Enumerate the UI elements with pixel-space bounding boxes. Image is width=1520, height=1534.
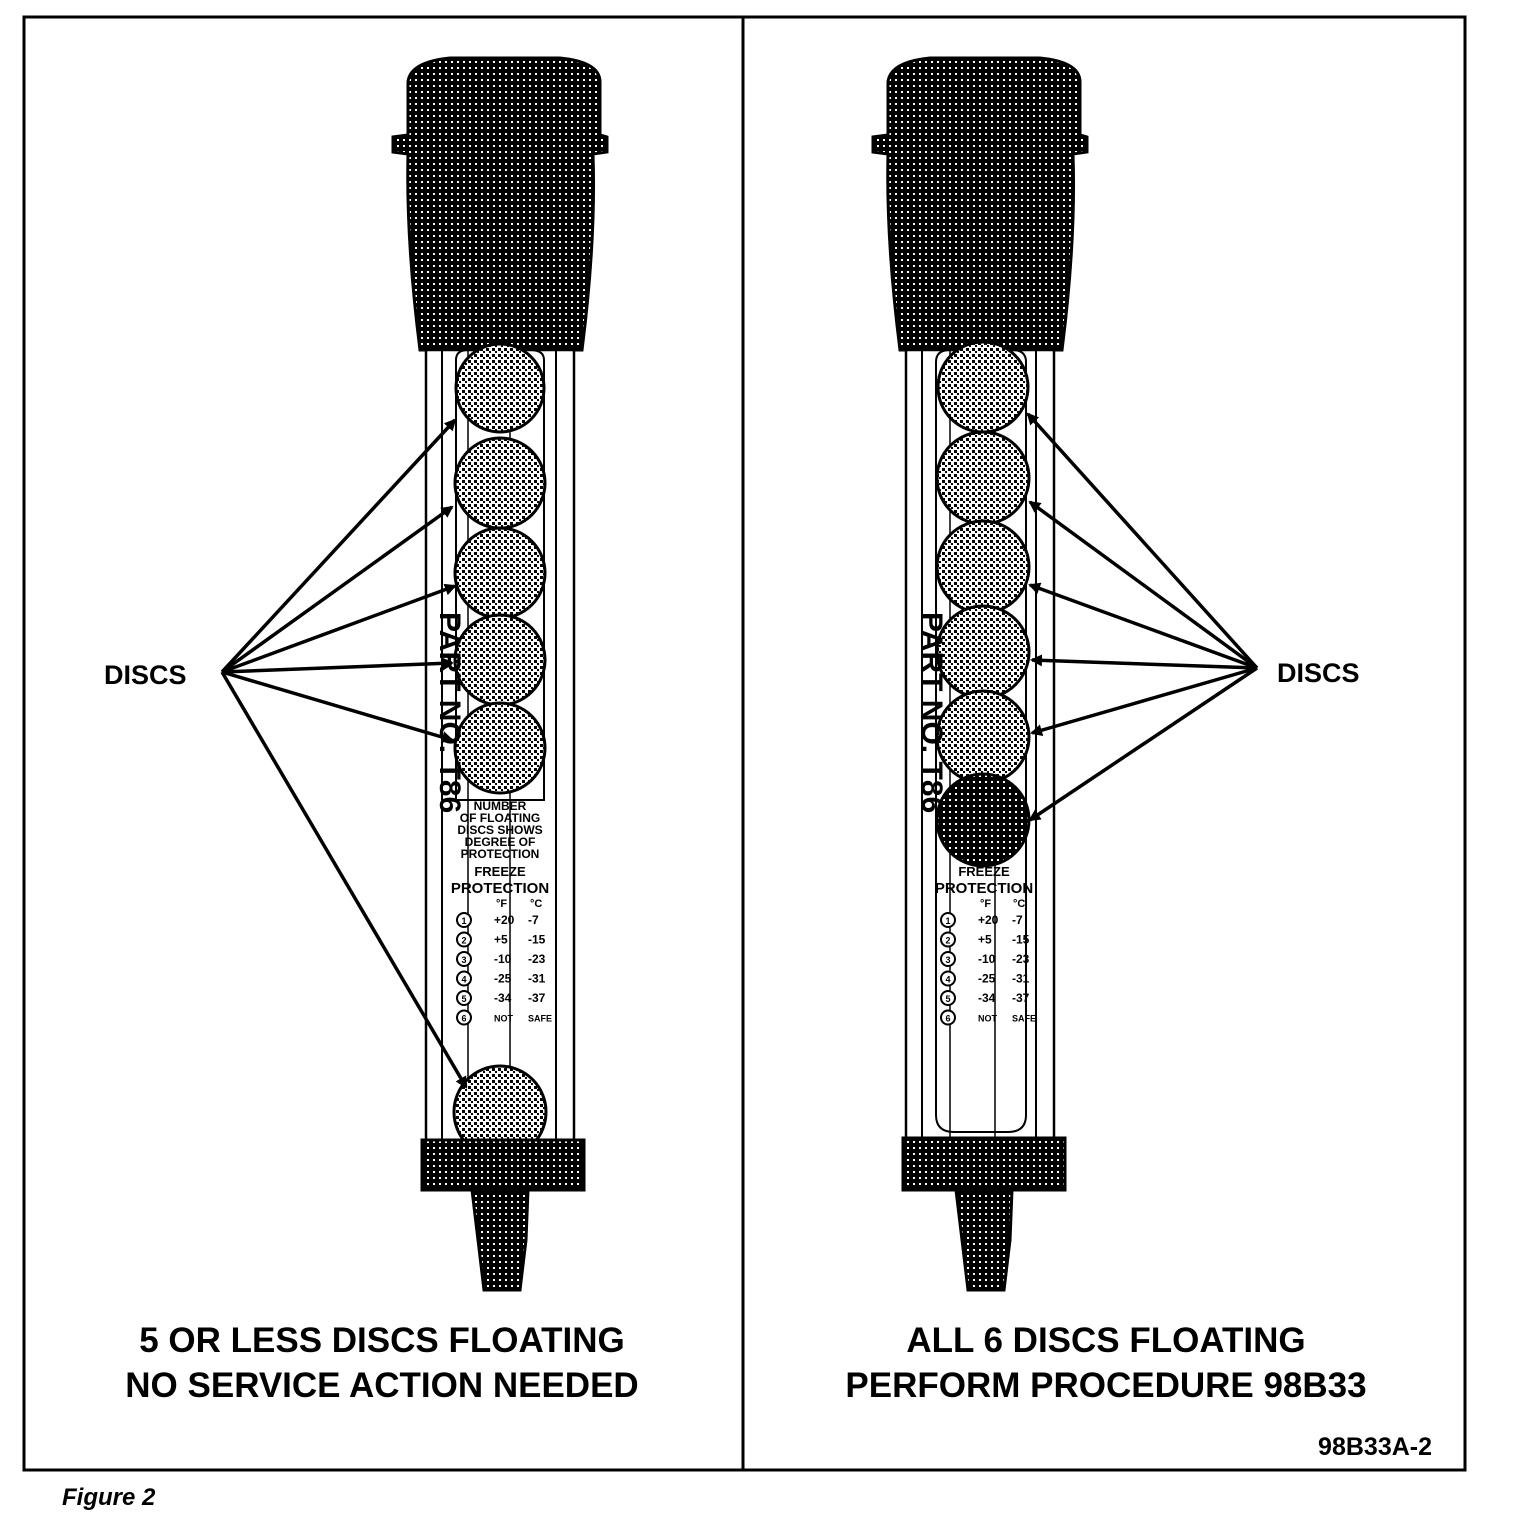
- left-row-celsius: SAFE: [528, 1014, 552, 1024]
- left-tester: PART NO. T86 NUMBER OF FLOATING DISCS SH…: [391, 56, 609, 1292]
- left-row-disc-number: 4: [461, 975, 466, 985]
- left-instr-4: DEGREE OF: [465, 835, 536, 849]
- right-row-disc-number: 3: [945, 955, 950, 965]
- left-disc-4: [453, 613, 547, 707]
- right-row-celsius: -37: [1012, 991, 1030, 1005]
- left-part-number: PART NO. T86: [433, 612, 466, 813]
- right-row-disc-number: 4: [945, 975, 950, 985]
- right-row-celsius: SAFE: [1012, 1014, 1036, 1024]
- left-disc-5: [453, 701, 547, 795]
- right-row-disc-marker: [940, 951, 956, 967]
- right-disc-1: [936, 340, 1030, 434]
- left-instr-1: NUMBER: [474, 799, 527, 813]
- left-collar: [420, 1138, 586, 1192]
- right-row-disc-number: 6: [945, 1014, 950, 1024]
- left-nozzle: [470, 1188, 530, 1292]
- left-row-celsius: -23: [528, 952, 546, 966]
- left-row-disc-marker: [456, 912, 472, 928]
- right-tester: PART NO. T86 FREEZE PROTECTION °F °C 1 +2…: [871, 56, 1089, 1292]
- right-row-fahrenheit: +20: [978, 913, 999, 927]
- right-row-disc-number: 5: [945, 994, 950, 1004]
- right-bulb: [871, 56, 1089, 352]
- left-freeze-table: 1 +20 -7 2 +5 -15 3 -10 -23 4 -25 -31 5 -34 -37 6 NOT SAF…: [456, 912, 552, 1026]
- right-disc-3: [935, 519, 1031, 615]
- right-row-disc-marker: [940, 990, 956, 1006]
- right-table-title-1: FREEZE: [958, 864, 1010, 879]
- left-row-disc-number: 2: [461, 936, 466, 946]
- left-row-fahrenheit: +20: [494, 913, 515, 927]
- left-row-disc-marker: [456, 951, 472, 967]
- left-discs-label: DISCS: [104, 660, 187, 690]
- right-row-fahrenheit: -25: [978, 972, 996, 986]
- left-instr-5: PROTECTION: [461, 847, 540, 861]
- right-callout-arrows: [1026, 412, 1259, 822]
- right-row-celsius: -23: [1012, 952, 1030, 966]
- left-row-celsius: -7: [528, 913, 539, 927]
- right-part-number: PART NO. T86: [915, 612, 948, 813]
- right-disc-6: [935, 772, 1031, 868]
- figure-code: 98B33A-2: [1318, 1433, 1432, 1461]
- right-collar: [901, 1136, 1067, 1192]
- right-status-line1: ALL 6 DISCS FLOATING: [906, 1321, 1305, 1360]
- right-nozzle: [954, 1188, 1014, 1292]
- right-row-disc-marker: [940, 912, 956, 928]
- left-row-fahrenheit: -25: [494, 972, 512, 986]
- right-table-title-2: PROTECTION: [935, 880, 1033, 897]
- left-row-celsius: -15: [528, 933, 546, 947]
- left-unit-f: °F: [496, 898, 507, 910]
- left-row-fahrenheit: -34: [494, 991, 512, 1005]
- left-panel-frame: [22, 15, 745, 1472]
- right-unit-c: °C: [1013, 898, 1025, 910]
- left-instr-2: OF FLOATING: [460, 811, 540, 825]
- right-row-fahrenheit: -10: [978, 952, 996, 966]
- left-row-fahrenheit: -10: [494, 952, 512, 966]
- right-row-disc-marker: [940, 970, 956, 987]
- right-discs-label: DISCS: [1277, 658, 1360, 688]
- left-row-disc-number: 6: [461, 1014, 466, 1024]
- right-disc-2: [935, 430, 1031, 526]
- left-disc-1: [454, 342, 546, 434]
- right-row-disc-number: 2: [945, 936, 950, 946]
- right-row-fahrenheit: NOT: [978, 1014, 998, 1024]
- left-row-disc-marker: [456, 970, 472, 987]
- right-row-disc-marker: [940, 931, 956, 948]
- left-row-celsius: -37: [528, 991, 546, 1005]
- left-row-disc-marker: [456, 1009, 472, 1026]
- left-instr-3: DISCS SHOWS: [457, 823, 542, 837]
- right-status-line2: PERFORM PROCEDURE 98B33: [845, 1366, 1366, 1405]
- right-row-celsius: -15: [1012, 933, 1030, 947]
- left-row-celsius: -31: [528, 972, 546, 986]
- left-row-fahrenheit: +5: [494, 933, 508, 947]
- left-bulb: [391, 56, 609, 352]
- left-status-line2: NO SERVICE ACTION NEEDED: [125, 1366, 638, 1405]
- right-row-celsius: -31: [1012, 972, 1030, 986]
- right-disc-5: [935, 689, 1031, 785]
- left-disc-2: [453, 436, 547, 530]
- left-row-disc-marker: [456, 990, 472, 1006]
- right-unit-f: °F: [980, 898, 991, 910]
- left-callout-arrows: [220, 418, 468, 1089]
- left-status-line1: 5 OR LESS DISCS FLOATING: [139, 1321, 625, 1360]
- left-row-fahrenheit: NOT: [494, 1014, 514, 1024]
- right-row-disc-marker: [940, 1009, 956, 1026]
- right-row-fahrenheit: -34: [978, 991, 996, 1005]
- left-row-disc-marker: [456, 931, 472, 948]
- right-disc-4: [935, 604, 1031, 700]
- left-disc-3: [453, 526, 547, 620]
- right-row-fahrenheit: +5: [978, 933, 992, 947]
- right-panel-frame: [741, 15, 1467, 1472]
- left-row-disc-number: 3: [461, 955, 466, 965]
- right-freeze-table: 1 +20 -7 2 +5 -15 3 -10 -23 4 -25 -31 5 -34 -37 6 NOT SAF…: [940, 912, 1036, 1026]
- left-table-title-1: FREEZE: [474, 864, 526, 879]
- right-row-celsius: -7: [1012, 913, 1023, 927]
- left-row-disc-number: 5: [461, 994, 466, 1004]
- left-row-disc-number: 1: [461, 916, 466, 926]
- figure-caption: Figure 2: [62, 1484, 156, 1511]
- left-table-title-2: PROTECTION: [451, 880, 549, 897]
- left-unit-c: °C: [530, 898, 542, 910]
- right-row-disc-number: 1: [945, 916, 950, 926]
